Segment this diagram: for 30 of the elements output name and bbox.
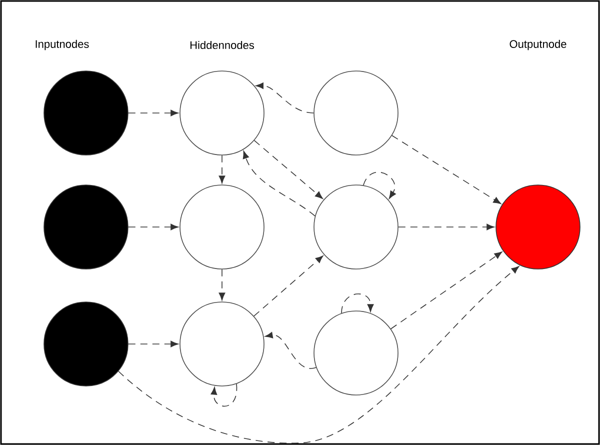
- arrow: [398, 224, 494, 230]
- arrow: [362, 172, 396, 199]
- hidden-node: [314, 310, 398, 396]
- output-node: [496, 184, 580, 270]
- arrow: [210, 383, 238, 407]
- input-node: [44, 302, 128, 386]
- arrow: [390, 252, 502, 330]
- column-heading: Hiddennodes: [190, 40, 254, 50]
- input-node: [44, 184, 128, 270]
- hidden-node: [314, 70, 398, 156]
- hidden-node: [314, 184, 398, 270]
- arrow: [254, 256, 324, 317]
- arrow: [264, 332, 317, 369]
- arrow: [341, 294, 374, 314]
- arrow: [242, 150, 316, 216]
- hidden-node: [180, 302, 264, 386]
- arrow: [256, 82, 314, 114]
- arrow: [118, 266, 520, 444]
- hidden-node: [180, 70, 264, 156]
- hidden-node: [180, 184, 264, 270]
- arrow: [218, 155, 226, 184]
- input-node: [44, 70, 128, 156]
- arrow: [254, 140, 323, 199]
- arrow: [128, 224, 178, 230]
- column-heading: Inputnodes: [36, 40, 89, 50]
- arrow: [218, 269, 226, 300]
- arrow: [128, 110, 178, 116]
- arrow: [128, 340, 178, 348]
- arrow: [392, 135, 502, 204]
- column-heading: Outputnode: [510, 40, 566, 50]
